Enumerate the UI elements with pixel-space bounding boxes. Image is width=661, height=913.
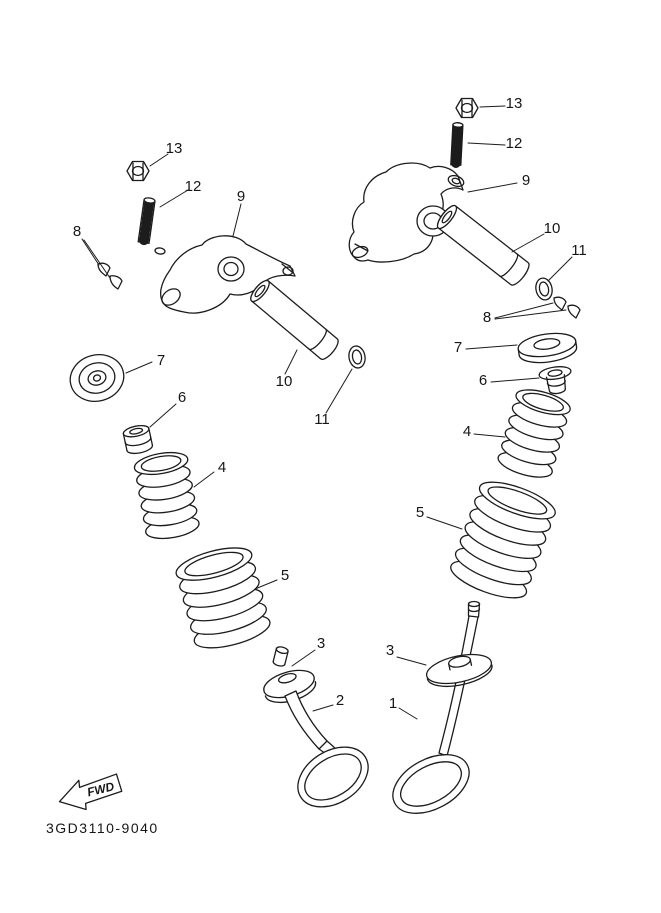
callout-left-6: 6: [178, 389, 186, 406]
right-inner-spring: [497, 389, 571, 478]
callout-right-1: 1: [389, 695, 397, 712]
right-o-ring: [535, 277, 553, 301]
left-valve-cotters: [97, 262, 123, 290]
left-o-ring: [348, 345, 366, 369]
leader-lines: [81, 105, 573, 720]
callout-left-7: 7: [157, 352, 165, 369]
left-inner-spring: [133, 451, 200, 540]
right-valve-seal: [538, 366, 572, 395]
callout-left-4: 4: [218, 459, 226, 476]
callout-right-11: 11: [571, 242, 587, 259]
right-spring-seat: [425, 653, 493, 688]
right-spring-retainer: [517, 332, 578, 364]
left-valve-seal: [122, 424, 154, 455]
left-rocker-arm: [154, 235, 296, 314]
left-valve: [263, 646, 369, 808]
fwd-label: FWD: [86, 779, 116, 799]
callout-right-5: 5: [416, 504, 424, 521]
callout-right-9: 9: [522, 172, 530, 189]
left-rocker-shaft: [250, 279, 339, 360]
callout-right-6: 6: [479, 372, 487, 389]
left-adjust-screw: [137, 197, 156, 246]
callout-labels: 13 12 9 8 7 6 4 5 10 11 3 2 13 12 9 10 1…: [73, 95, 587, 712]
right-adjust-screw: [450, 121, 464, 168]
callout-right-7: 7: [454, 339, 462, 356]
callout-right-12: 12: [506, 135, 523, 152]
right-nut: [455, 97, 479, 119]
right-rocker-shaft: [436, 204, 530, 286]
diagram-part-code: 3GD3110-9040: [46, 820, 159, 836]
fwd-direction-marker: FWD: [58, 773, 123, 811]
right-valve-cotters: [553, 296, 581, 319]
callout-left-11: 11: [314, 411, 330, 428]
callout-right-10: 10: [544, 220, 561, 237]
callout-left-13: 13: [166, 140, 183, 157]
callout-right-8: 8: [483, 309, 491, 326]
right-outer-spring: [450, 481, 556, 599]
left-outer-spring: [175, 547, 271, 649]
left-nut: [126, 160, 150, 182]
callout-left-2: 2: [336, 692, 344, 709]
callout-left-8: 8: [73, 223, 81, 240]
callout-right-13: 13: [506, 95, 523, 112]
right-valve: [392, 600, 481, 814]
callout-left-9: 9: [237, 188, 245, 205]
callout-left-3: 3: [317, 635, 325, 652]
callout-right-3: 3: [386, 642, 394, 659]
left-spring-retainer: [69, 354, 125, 402]
callout-left-5: 5: [281, 567, 289, 584]
callout-left-12: 12: [185, 178, 202, 195]
callout-right-4: 4: [463, 423, 471, 440]
callout-left-10: 10: [276, 373, 293, 390]
